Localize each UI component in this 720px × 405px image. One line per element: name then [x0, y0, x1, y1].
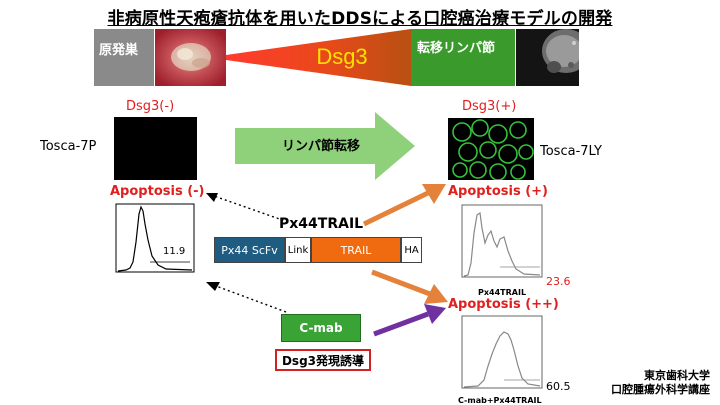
construct-ha-segment: HA: [401, 237, 422, 263]
right-dsg3-label: Dsg3(+): [462, 99, 517, 114]
cmab-box: C-mab: [281, 314, 361, 342]
right-histogram-1-value: 23.6: [546, 275, 571, 288]
left-dsg3-label: Dsg3(-): [126, 99, 175, 114]
left-histogram-value: 11.9: [163, 246, 186, 257]
construct-scfv-segment: Px44 ScFv: [214, 237, 285, 263]
dsg3-wedge-label: Dsg3: [316, 44, 368, 69]
right-histogram-1: [461, 204, 543, 278]
institution-line-1: 東京歯科大学: [644, 369, 710, 382]
dotted-arrow-lower: [206, 282, 287, 313]
right-apoptosis-label-1: Apoptosis (+): [448, 184, 548, 199]
right-immunofluorescence-image: [448, 118, 534, 180]
construct-trail-segment: TRAIL: [311, 237, 401, 263]
right-cell-line-label: Tosca-7LY: [540, 144, 602, 159]
metastasis-arrow-label: リンパ節転移: [282, 139, 361, 154]
right-histogram-2-caption: C-mab+Px44TRAIL: [458, 396, 542, 405]
right-histogram-2: [461, 315, 543, 389]
dsg3-gradient-wedge: [226, 29, 411, 86]
primary-lesion-photo: [155, 29, 226, 86]
institution-block: 東京歯科大学 口腔腫瘍外科学講座: [611, 369, 710, 397]
right-histogram-2-value: 60.5: [546, 380, 571, 393]
orange-arrow-lower: [371, 269, 448, 304]
construct-title: Px44TRAIL: [279, 216, 364, 232]
page-title: 非病原性天疱瘡抗体を用いたDDSによる口腔癌治療モデルの開発: [107, 9, 613, 29]
purple-arrow: [373, 304, 446, 337]
primary-tumor-label: 原発巣: [99, 43, 139, 58]
construct-link-segment: Link: [285, 237, 311, 263]
left-immunofluorescence-image: [114, 117, 197, 180]
dotted-arrow-upper: [206, 193, 289, 223]
metastatic-node-label: 転移リンパ節: [417, 41, 496, 56]
primary-tumor-box: 原発巣: [94, 29, 154, 86]
lymph-node-metastasis-arrow: [235, 112, 415, 180]
left-histogram: [115, 203, 195, 273]
institution-line-2: 口腔腫瘍外科学講座: [611, 383, 710, 396]
right-apoptosis-label-2: Apoptosis (++): [448, 297, 559, 312]
left-apoptosis-label: Apoptosis (-): [110, 184, 205, 199]
metastatic-node-box: 転移リンパ節: [411, 29, 515, 86]
left-cell-line-label: Tosca-7P: [40, 139, 97, 154]
right-histogram-1-caption: Px44TRAIL: [478, 288, 527, 297]
dsg3-induction-box: Dsg3発現誘導: [275, 349, 371, 371]
ct-scan-image: [516, 29, 579, 86]
orange-arrow-upper: [362, 184, 446, 227]
